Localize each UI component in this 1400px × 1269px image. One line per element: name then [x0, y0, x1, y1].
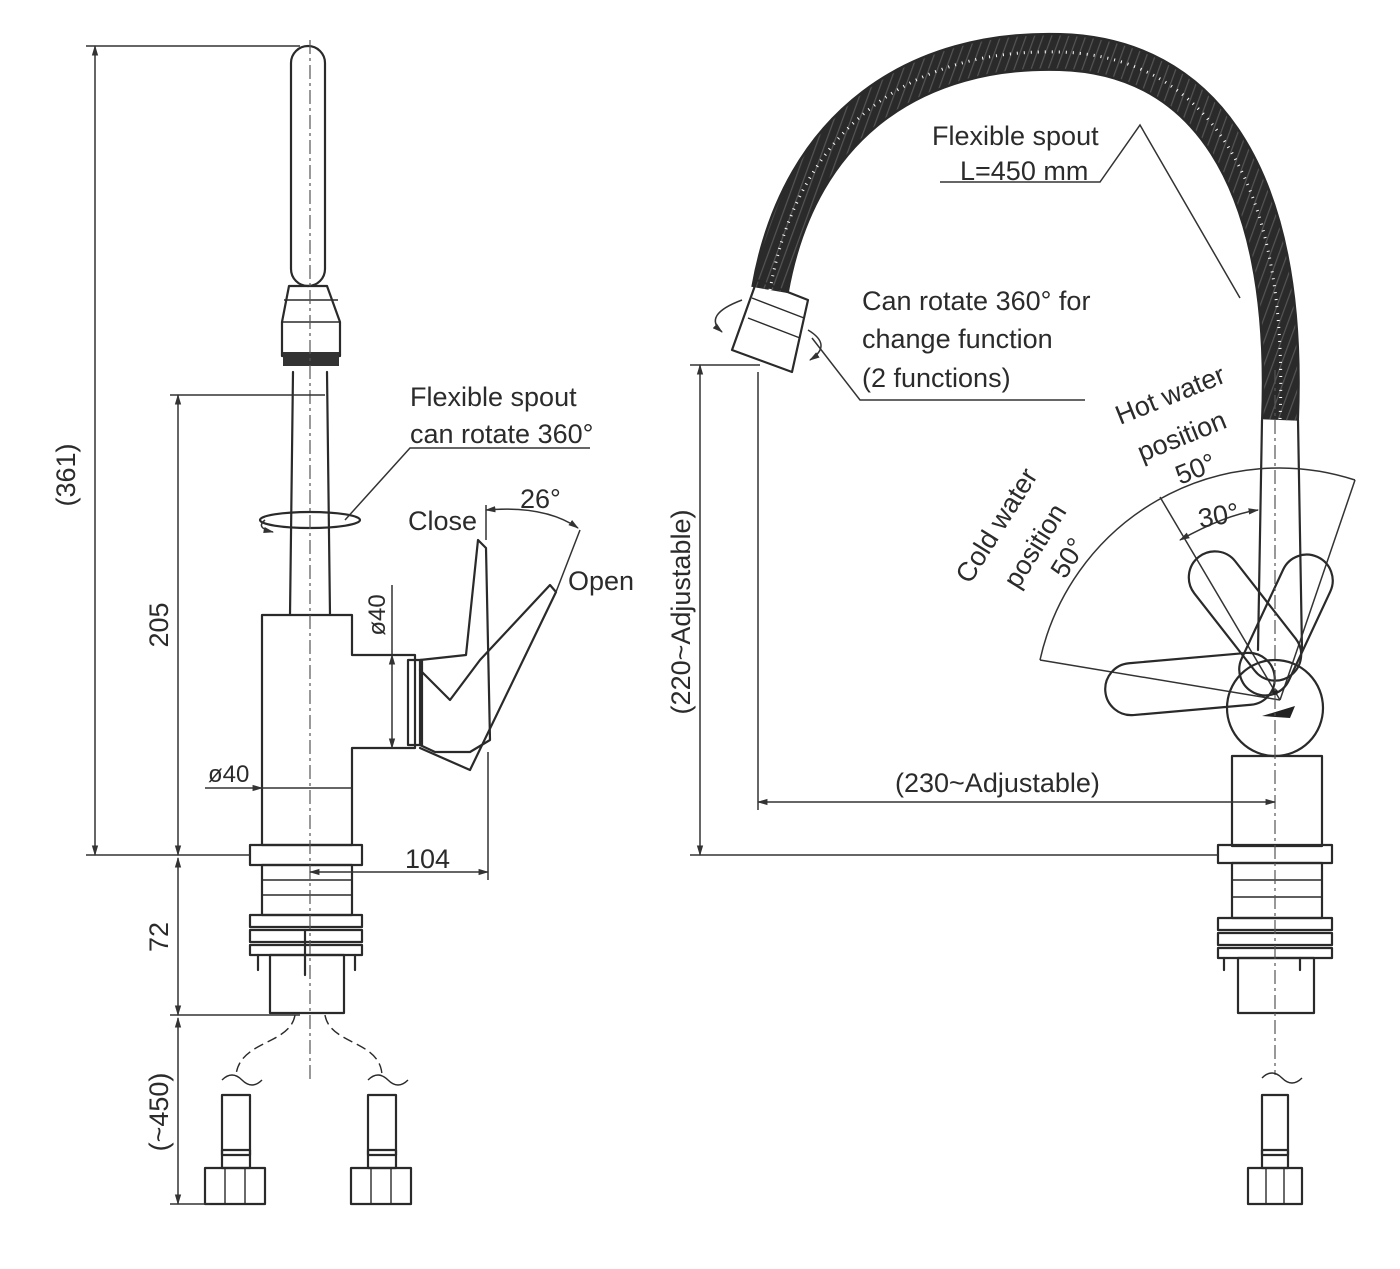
- dim-body-diameter: ø40: [208, 761, 249, 788]
- dim-base-height: 72: [144, 922, 174, 952]
- dim-overall-height: (361): [51, 443, 81, 506]
- angle-handle: 26°: [520, 484, 561, 514]
- right-supply-hose: [1246, 370, 1304, 1206]
- angle-mid: 30°: [1196, 497, 1241, 534]
- dim-reach: 104: [405, 844, 450, 874]
- angle-hot: 50°: [1171, 447, 1220, 490]
- label-spout-line1: Flexible spout: [410, 382, 577, 412]
- left-supply-hoses: [203, 1014, 413, 1206]
- right-spout-pipe: [1256, 418, 1304, 652]
- dim-handle-diameter: ø40: [364, 594, 391, 635]
- right-handle-sweep: [1039, 467, 1356, 701]
- label-spout-line2: can rotate 360°: [410, 419, 593, 449]
- label-rotate-line3: (2 functions): [862, 363, 1011, 393]
- label-open: Open: [568, 566, 634, 596]
- dim-height-adjustable: (220~Adjustable): [666, 510, 696, 715]
- dim-spout-height: 205: [144, 602, 174, 647]
- label-close: Close: [408, 506, 477, 536]
- left-base: [248, 843, 364, 1015]
- dim-reach-adjustable: (230~Adjustable): [895, 768, 1100, 798]
- left-handle: [418, 538, 558, 772]
- label-flex-line1: Flexible spout: [932, 121, 1099, 151]
- left-faucet-body: [260, 613, 424, 847]
- left-dimensions: [86, 44, 590, 1206]
- right-front-view: Flexible spout L=450 mm Can rotate 360° …: [666, 32, 1356, 1206]
- label-rotate-line2: change function: [862, 324, 1053, 354]
- right-flexible-spout: [751, 32, 1300, 421]
- left-flexible-hose: [280, 44, 342, 366]
- right-dimensions: [690, 123, 1277, 857]
- right-handle-positions: [1104, 550, 1334, 758]
- dim-hose-length: (~450): [144, 1073, 174, 1152]
- left-side-view: (361) 205 72 (~450) ø40 ø40 104 Flexible…: [51, 40, 634, 1206]
- right-spray-head: [712, 278, 822, 374]
- label-rotate-line1: Can rotate 360° for: [862, 286, 1090, 316]
- label-flex-line2: L=450 mm: [960, 156, 1088, 186]
